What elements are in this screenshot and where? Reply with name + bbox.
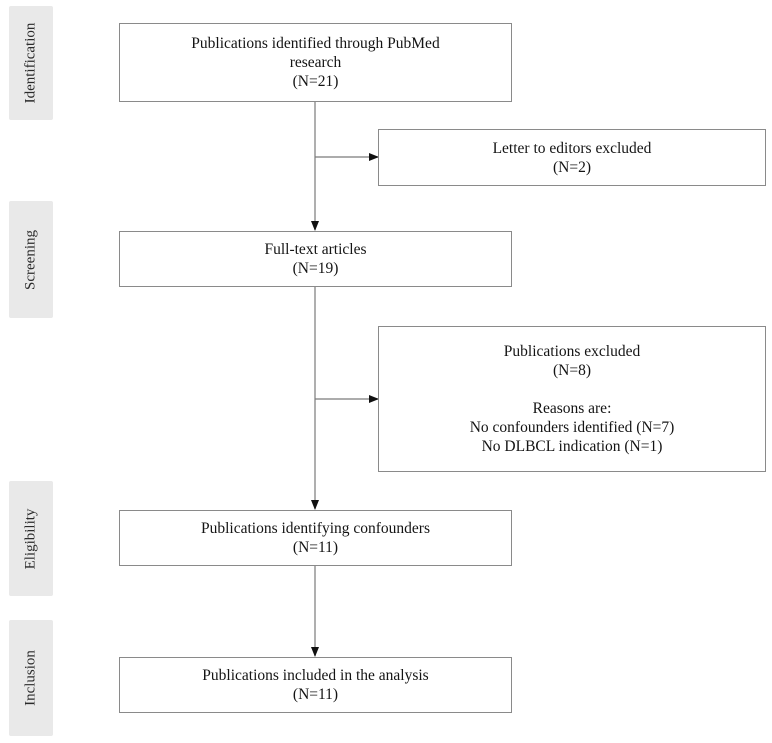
- box-publications-included: Publications included in the analysis (N…: [119, 657, 512, 713]
- box-excluded-line-2: (N=8): [552, 362, 591, 379]
- box-excluded-line-1: Publications excluded: [503, 343, 641, 360]
- phase-eligibility: Eligibility: [9, 481, 53, 596]
- box-identified-line-3: (N=21): [292, 73, 339, 90]
- box-identified-line-1: Publications identified through PubMed: [191, 35, 440, 52]
- box-excluded-reason-1: No confounders identified (N=7): [469, 419, 675, 436]
- box-fulltext-line-1: Full-text articles: [264, 241, 367, 258]
- box-excluded-reason-2: No DLBCL indication (N=1): [481, 438, 663, 455]
- box-letters-excluded: Letter to editors excluded (N=2): [378, 129, 766, 186]
- box-letters-line-2: (N=2): [552, 158, 591, 176]
- box-confounders-line-1: Publications identifying confounders: [200, 520, 431, 537]
- box-publications-excluded: Publications excluded (N=8) Reasons are:…: [378, 326, 766, 472]
- box-confounders-line-2: (N=11): [292, 539, 339, 556]
- box-identified-line-2: research: [289, 54, 342, 71]
- box-included-line-2: (N=11): [292, 686, 339, 703]
- phase-inclusion: Inclusion: [9, 620, 53, 736]
- box-fulltext-line-2: (N=19): [292, 260, 339, 277]
- phase-screening: Screening: [9, 201, 53, 318]
- box-included-line-1: Publications included in the analysis: [202, 667, 429, 684]
- box-full-text-articles: Full-text articles (N=19): [119, 231, 512, 287]
- box-publications-identified: Publications identified through PubMed r…: [119, 23, 512, 102]
- box-identifying-confounders: Publications identifying confounders (N=…: [119, 510, 512, 566]
- phase-identification: Identification: [9, 6, 53, 120]
- box-excluded-reasons-heading: Reasons are:: [532, 400, 612, 417]
- box-letters-line-1: Letter to editors excluded: [492, 139, 652, 157]
